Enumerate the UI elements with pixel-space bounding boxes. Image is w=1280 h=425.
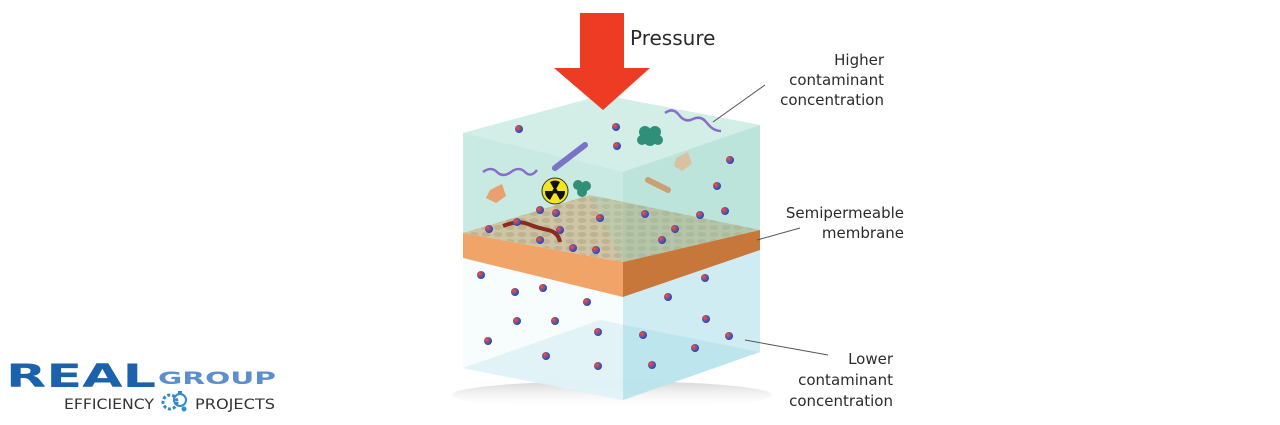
lower-label-line3: concentration [789, 392, 893, 410]
pressure-arrow-icon [554, 13, 650, 110]
cluster-icon [573, 126, 663, 197]
virus-icon [486, 184, 506, 203]
bacterium-icon [552, 142, 588, 171]
lower-leader-line [744, 339, 829, 356]
logo-projects-text: PROJECTS [195, 397, 275, 413]
radiation-icon [541, 177, 569, 205]
gear-stopwatch-icon [161, 391, 187, 412]
worm-icon [482, 167, 538, 177]
higher-label-line1: Higher [834, 51, 885, 69]
higher-label-line3: concentration [780, 91, 884, 109]
worm-icon [664, 109, 722, 133]
higher-leader-line [712, 84, 766, 123]
membrane-front [463, 233, 623, 297]
real-group-logo: REAL GROUP EFFICIENCY PROJECTS [6, 357, 276, 413]
upper-chamber-front [463, 133, 623, 262]
logo-efficiency-text: EFFICIENCY [64, 397, 154, 413]
water-molecules [477, 123, 734, 370]
membrane-label-line1: Semipermeable [786, 204, 904, 222]
contaminants [482, 109, 722, 243]
logo-group-text: GROUP [158, 369, 276, 389]
virus-icon [674, 152, 692, 171]
lower-label-line2: contaminant [798, 371, 893, 389]
cube-top-face [463, 95, 760, 172]
membrane-leader-line [756, 227, 801, 241]
logo-main-text: REAL [6, 357, 156, 395]
lower-chamber-right [623, 250, 760, 400]
lower-label-line1: Lower [848, 350, 894, 368]
pressure-label: Pressure [630, 26, 715, 50]
membrane-label-line2: membrane [822, 224, 904, 242]
upper-chamber-right [623, 125, 760, 262]
lower-chamber-left [463, 258, 623, 400]
higher-label-line2: contaminant [789, 71, 884, 89]
bacterium-icon [645, 177, 671, 193]
membrane-side [623, 230, 760, 297]
